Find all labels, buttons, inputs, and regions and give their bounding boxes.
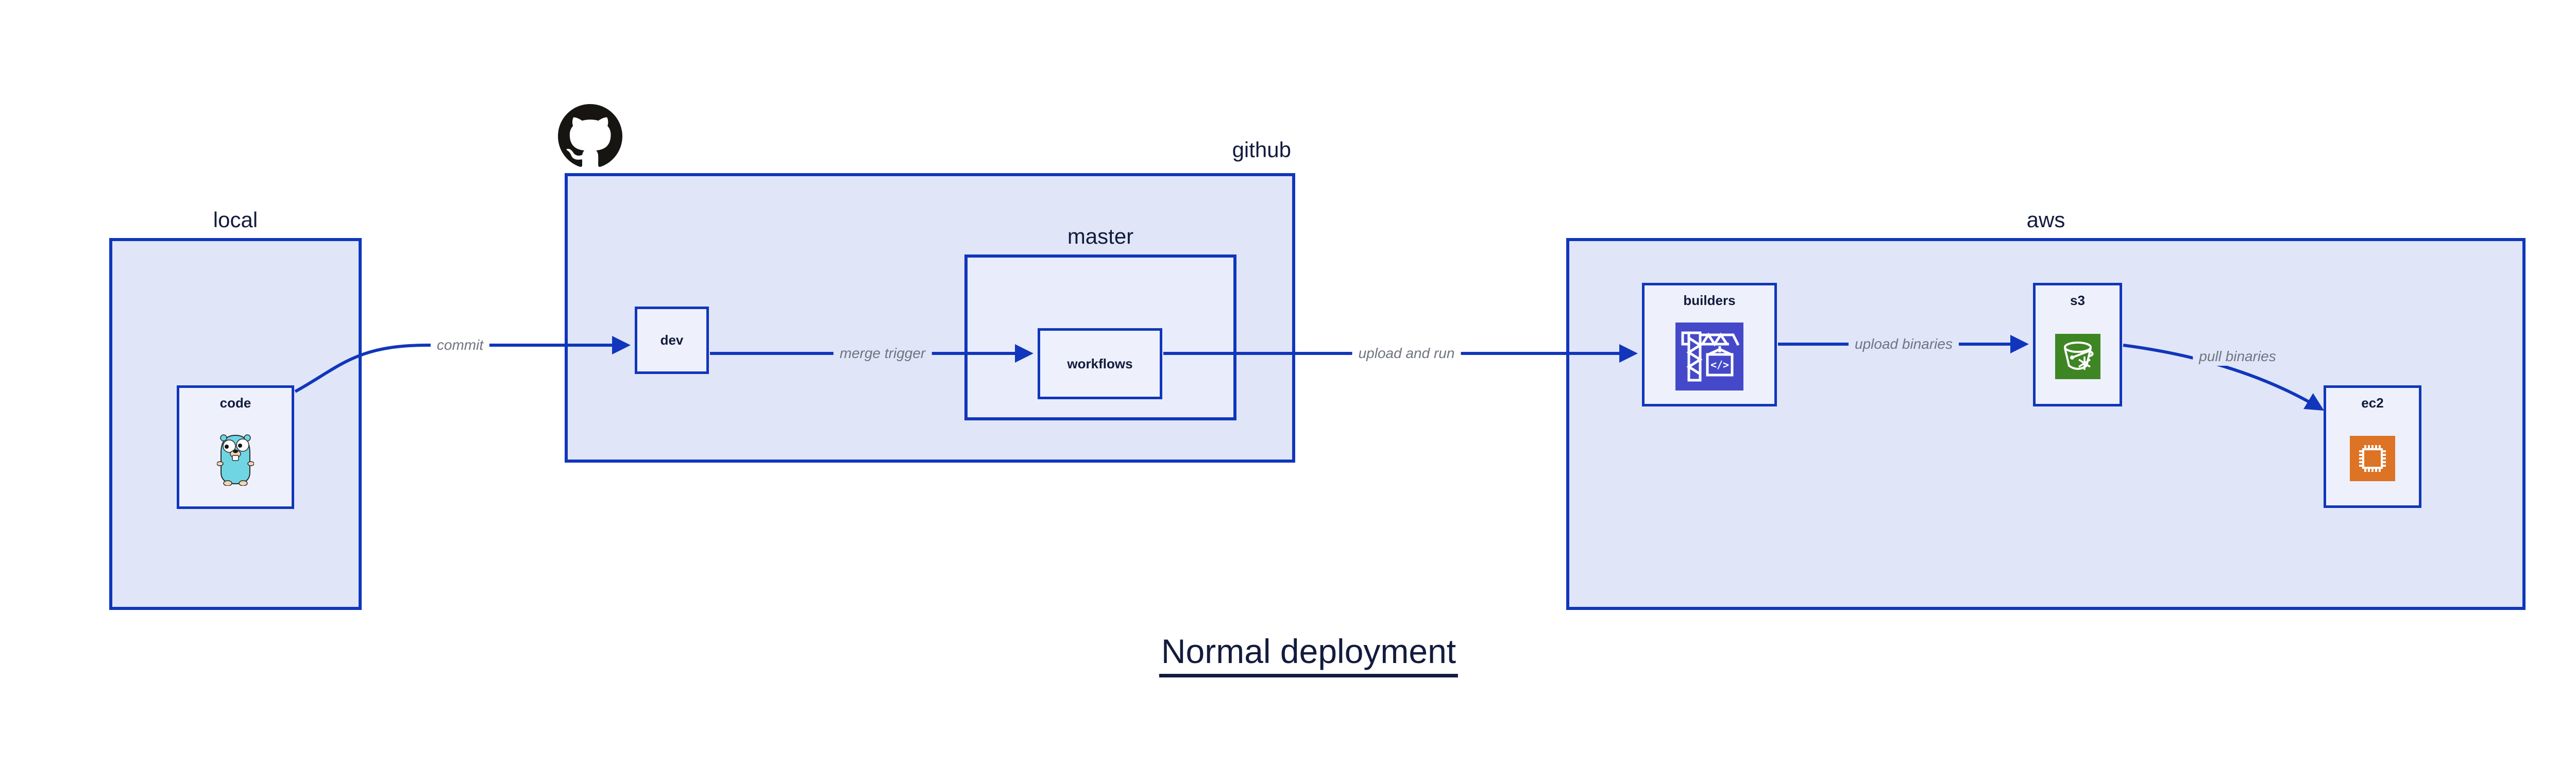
codebuild-glyph: </> [1710, 359, 1729, 371]
ec2-chip-icon [2350, 435, 2395, 481]
github-logo-icon [558, 104, 622, 167]
s3-node-label: s3 [2070, 293, 2085, 308]
upload-binaries-edge-label: upload binaries [1849, 335, 1959, 353]
aws-zone-label: aws [2026, 208, 2065, 232]
local-zone-label: local [213, 208, 258, 232]
master-zone-label: master [1067, 224, 1134, 248]
merge-trigger-edge-label: merge trigger [833, 344, 932, 363]
s3-bucket-icon [2055, 333, 2100, 379]
dev-node: dev [635, 307, 709, 374]
builders-node-label: builders [1683, 293, 1736, 308]
code-node-label: code [219, 395, 251, 411]
workflows-node: workflows [1038, 328, 1162, 399]
workflows-node-label: workflows [1067, 355, 1133, 371]
s3-node: s3 [2033, 283, 2122, 406]
upload-and-run-edge-label: upload and run [1352, 344, 1461, 363]
codebuild-crane-icon: </> [1675, 322, 1743, 390]
diagram-title: Normal deployment [1159, 632, 1459, 677]
ec2-node-label: ec2 [2361, 395, 2384, 411]
commit-edge-label: commit [430, 336, 490, 354]
go-gopher-icon [217, 434, 254, 486]
github-zone-label: github [1232, 138, 1291, 162]
dev-node-label: dev [660, 332, 684, 348]
ec2-node: ec2 [2324, 385, 2421, 508]
code-node: code [177, 385, 294, 509]
pull-binaries-edge-label: pull binaries [2193, 347, 2282, 366]
builders-node: builders </> [1642, 283, 1777, 406]
